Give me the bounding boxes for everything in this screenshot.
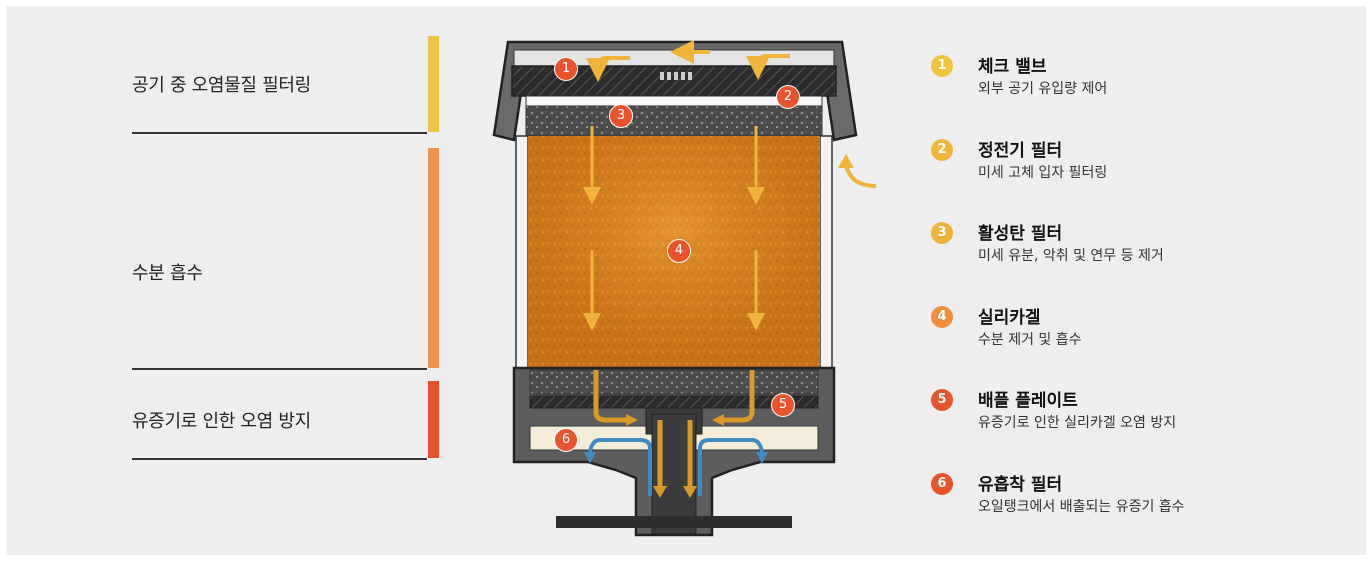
- legend-desc: 외부 공기 유입량 제어: [978, 78, 1107, 98]
- legend-badge: 2: [931, 139, 953, 161]
- legend-badge: 6: [931, 473, 953, 495]
- activated-carbon-layer: [526, 106, 822, 136]
- legend-badge: 5: [931, 389, 953, 411]
- body-wall-right: [820, 136, 832, 368]
- callout-3: 3: [609, 104, 633, 128]
- legend-desc: 미세 유분, 악취 및 연무 등 제거: [978, 245, 1164, 265]
- legend-title: 배플 플레이트: [978, 386, 1078, 411]
- legend-desc: 유증기로 인한 실리카겔 오염 방지: [978, 412, 1176, 432]
- mount-flange: [556, 516, 792, 528]
- legend-title: 정전기 필터: [978, 136, 1062, 161]
- callout-5: 5: [771, 393, 795, 417]
- callout-4: 4: [667, 239, 691, 263]
- legend-desc: 오일탱크에서 배출되는 유증기 흡수: [978, 496, 1185, 516]
- legend-desc: 수분 제거 및 흡수: [978, 329, 1082, 349]
- body-wall-left: [516, 136, 528, 368]
- callout-6: 6: [554, 428, 578, 452]
- legend-title: 유흡착 필터: [978, 470, 1062, 495]
- legend-badge: 4: [931, 306, 953, 328]
- legend-badge: 3: [931, 222, 953, 244]
- legend-badge: 1: [931, 55, 953, 77]
- legend-title: 활성탄 필터: [978, 219, 1062, 244]
- legend-title: 체크 밸브: [978, 52, 1046, 77]
- callout-2: 2: [776, 85, 800, 109]
- callout-1: 1: [554, 57, 578, 81]
- legend-title: 실리카겔: [978, 303, 1041, 328]
- legend-desc: 미세 고체 입자 필터링: [978, 162, 1107, 182]
